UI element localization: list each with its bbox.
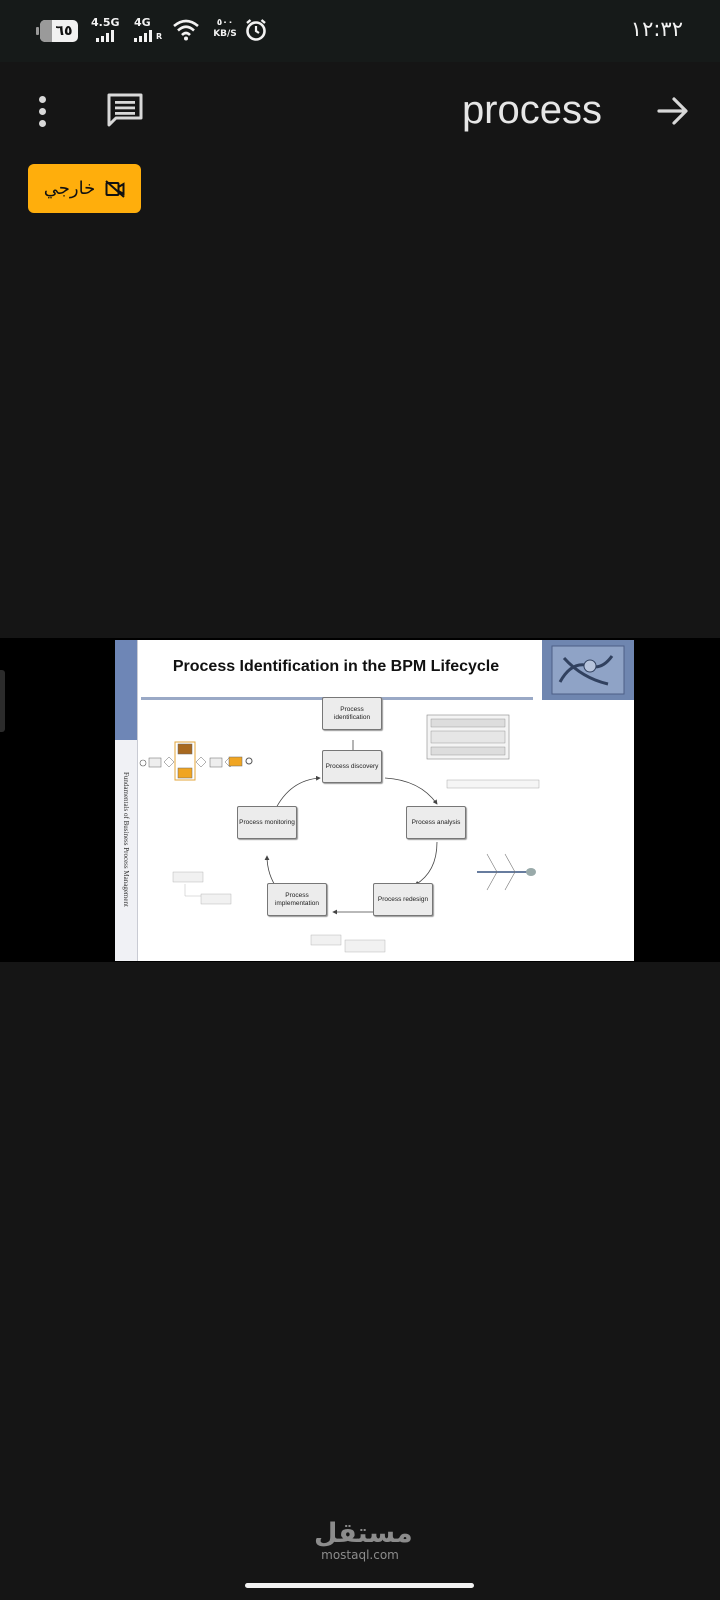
watermark-latin: mostaql.com [321, 1548, 399, 1562]
edge-handle[interactable] [0, 670, 5, 732]
monitoring-thumbnail [172, 871, 232, 905]
node-process-implementation: Process implementation [267, 883, 327, 916]
watermark-arabic: مستقل [314, 1518, 413, 1549]
external-button-label: خارجي [43, 178, 96, 199]
signal-type-2: 4G [134, 16, 151, 29]
comment-icon[interactable] [106, 92, 144, 128]
clock: ١٢:٣٢ [630, 17, 683, 41]
status-bar: ٦٥ 4.5G 4G R ٥٠٠ KB/S ١٢:٣٢ [0, 0, 720, 62]
external-player-button[interactable]: خارجي [28, 164, 141, 213]
node-process-identification: Process identification [322, 697, 382, 730]
escher-hands-image [542, 640, 634, 700]
slide-image: Fundamentals of Business Process Managem… [115, 640, 634, 961]
data-speed: ٥٠٠ KB/S [213, 18, 237, 39]
home-indicator[interactable] [245, 1583, 474, 1588]
signal-bars-1-icon [96, 30, 114, 42]
video-off-icon [105, 179, 125, 198]
battery-level: ٦٥ [55, 23, 73, 39]
signal-type-1: 4.5G [91, 16, 120, 29]
more-vert-icon[interactable] [30, 96, 54, 132]
alarm-icon [246, 19, 266, 41]
page-title: process [461, 88, 602, 132]
slide-sidebar-text: Fundamentals of Business Process Managem… [122, 771, 130, 907]
slide-title: Process Identification in the BPM Lifecy… [172, 658, 500, 675]
lifecycle-diagram [139, 714, 540, 953]
node-process-redesign: Process redesign [373, 883, 433, 916]
top-app-bar: process [0, 62, 720, 160]
mostaql-watermark: مستقل mostaql.com [314, 1518, 413, 1563]
node-process-discovery: Process discovery [322, 750, 382, 783]
process-model-thumbnail [139, 741, 253, 781]
as-is-model-thumbnail [446, 779, 540, 789]
executable-model-thumbnail [310, 934, 386, 953]
signal-bars-2-icon [134, 30, 152, 42]
process-architecture-thumbnail [426, 714, 510, 760]
slide-sidebar: Fundamentals of Business Process Managem… [115, 640, 138, 961]
node-process-analysis: Process analysis [406, 806, 466, 839]
battery-icon: ٦٥ [36, 20, 78, 42]
arrow-forward-icon[interactable] [656, 94, 690, 128]
roaming-indicator: R [156, 32, 163, 41]
wifi-icon [173, 19, 199, 41]
issue-analysis-thumbnail [477, 853, 536, 891]
node-process-monitoring: Process monitoring [237, 806, 297, 839]
